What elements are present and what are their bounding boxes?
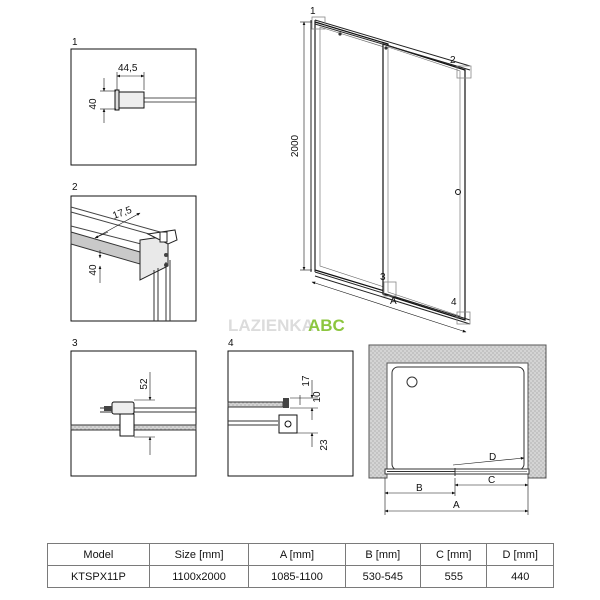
plan-view: D B C A: [368, 344, 547, 515]
door-handle: [455, 189, 461, 195]
detail-4-dim-b: 10: [312, 391, 323, 403]
detail-1-height: 40: [88, 98, 99, 110]
spec-table-header: Model Size [mm] A [mm] B [mm] C [mm] D […: [47, 543, 554, 566]
iso-dim-a: A: [390, 296, 397, 307]
table-row: KTSPX11P 1100x2000 1085-1100 530-545 555…: [47, 565, 554, 588]
cell-model: KTSPX11P: [47, 565, 150, 588]
detail-2: 2 17,5 40: [70, 182, 197, 322]
walls: [368, 344, 547, 479]
detail-3: 3 52: [70, 338, 197, 477]
detail-3-height: 52: [139, 378, 150, 390]
detail-2-height: 40: [88, 264, 99, 276]
header-model: Model: [47, 543, 150, 566]
spec-table: Model Size [mm] A [mm] B [mm] C [mm] D […: [47, 543, 554, 588]
header-d: D [mm]: [486, 543, 554, 566]
detail-4-dim-c: 23: [319, 439, 330, 451]
header-c: C [mm]: [420, 543, 488, 566]
detail-1: 1 44,5 40: [70, 37, 197, 166]
detail-1-width: 44,5: [118, 63, 138, 74]
door-isometric: 1 2 3 4 2000 A: [290, 6, 472, 333]
detail-4: 4 17 10 23: [227, 338, 354, 477]
header-a: A [mm]: [248, 543, 346, 566]
cell-b: 530-545: [344, 565, 422, 588]
watermark: LAZIENKA ABC: [228, 316, 345, 335]
cell-a: 1085-1100: [248, 565, 346, 588]
cell-c: 555: [420, 565, 488, 588]
cell-size: 1100x2000: [148, 565, 250, 588]
plan-dim-b: B: [416, 483, 423, 494]
sliding-glass-panel: [382, 43, 466, 321]
callout-3: 3: [380, 272, 386, 283]
drain-icon: [406, 376, 418, 388]
watermark-brand: ABC: [308, 316, 345, 335]
plan-dim-d: D: [489, 452, 496, 463]
detail-4-block: [278, 414, 298, 434]
detail-3-fitting: [111, 401, 135, 415]
callout-1: 1: [310, 6, 316, 17]
callout-2: 2: [450, 55, 456, 66]
plan-dim-c: C: [488, 475, 495, 486]
detail-2-label: 2: [72, 182, 78, 193]
detail-4-stop: [283, 398, 289, 408]
detail-4-frame: [227, 350, 354, 477]
header-b: B [mm]: [344, 543, 422, 566]
header-size: Size [mm]: [148, 543, 250, 566]
cell-d: 440: [486, 565, 554, 588]
plan-dim-a: A: [453, 500, 460, 511]
detail-4-label: 4: [228, 338, 234, 349]
rod-fitting: [117, 91, 145, 109]
fixed-glass-panel: [314, 21, 389, 293]
watermark-text: LAZIENKA: [228, 316, 314, 335]
detail-1-label: 1: [72, 37, 78, 48]
height-2000-dim: 2000: [290, 134, 301, 157]
callout-4: 4: [451, 297, 457, 308]
detail-4-dim-a: 17: [301, 375, 312, 387]
top-rail: [314, 19, 471, 67]
detail-3-label: 3: [72, 338, 78, 349]
